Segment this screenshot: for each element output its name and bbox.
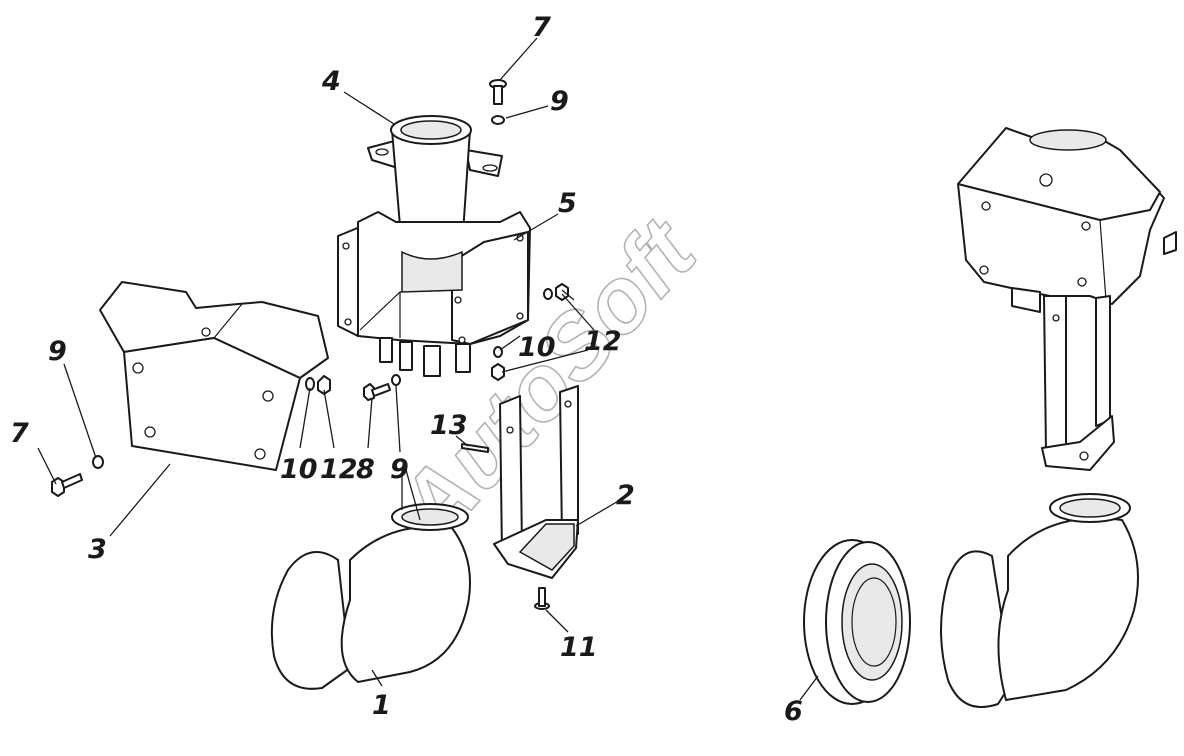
part-1-elbow bbox=[270, 503, 471, 690]
callout-4: 4 bbox=[321, 66, 341, 97]
callout-13: 13 bbox=[430, 410, 468, 441]
washer-9-top bbox=[491, 115, 505, 125]
bolt-8 bbox=[363, 383, 391, 401]
leader-lines bbox=[37, 37, 819, 701]
callout-10-left: 10 bbox=[280, 454, 318, 485]
bolt-7-left bbox=[51, 473, 83, 497]
callout-2: 2 bbox=[616, 480, 635, 511]
nut-12-right-a bbox=[555, 283, 569, 301]
bolt-11 bbox=[534, 587, 550, 610]
elbow-assembled-view bbox=[940, 493, 1139, 708]
callout-labels: 7 9 4 5 10 12 9 7 10 12 8 9 13 3 2 11 1 … bbox=[10, 12, 803, 727]
callout-6: 6 bbox=[784, 696, 803, 727]
part-3-cover bbox=[99, 281, 329, 471]
callout-5: 5 bbox=[558, 188, 577, 219]
bolt-7-top bbox=[489, 79, 507, 105]
callout-10-right: 10 bbox=[518, 332, 556, 363]
callout-9-middle: 9 bbox=[390, 454, 409, 485]
callout-7-left: 7 bbox=[10, 418, 29, 449]
washer-9-left bbox=[92, 455, 104, 469]
callout-11: 11 bbox=[560, 632, 598, 663]
part-2-holder bbox=[493, 385, 579, 579]
assembled-unit-view bbox=[957, 127, 1177, 471]
pin-13 bbox=[461, 443, 489, 453]
washer-10-right-a bbox=[543, 288, 553, 300]
part-5-frame bbox=[337, 211, 531, 377]
callout-9-top: 9 bbox=[550, 86, 569, 117]
callout-1: 1 bbox=[372, 690, 391, 721]
callout-12-right: 12 bbox=[584, 326, 622, 357]
callout-3: 3 bbox=[88, 534, 107, 565]
callout-7-top: 7 bbox=[532, 12, 551, 43]
callout-8: 8 bbox=[356, 454, 375, 485]
nut-12-left bbox=[317, 375, 331, 395]
part-6-flange bbox=[803, 539, 911, 705]
callout-9-left: 9 bbox=[48, 336, 67, 367]
callout-12-left: 12 bbox=[320, 454, 358, 485]
nut-12-right-b bbox=[491, 363, 505, 381]
washer-9-middle bbox=[391, 374, 401, 386]
washer-10-right-b bbox=[493, 346, 503, 358]
